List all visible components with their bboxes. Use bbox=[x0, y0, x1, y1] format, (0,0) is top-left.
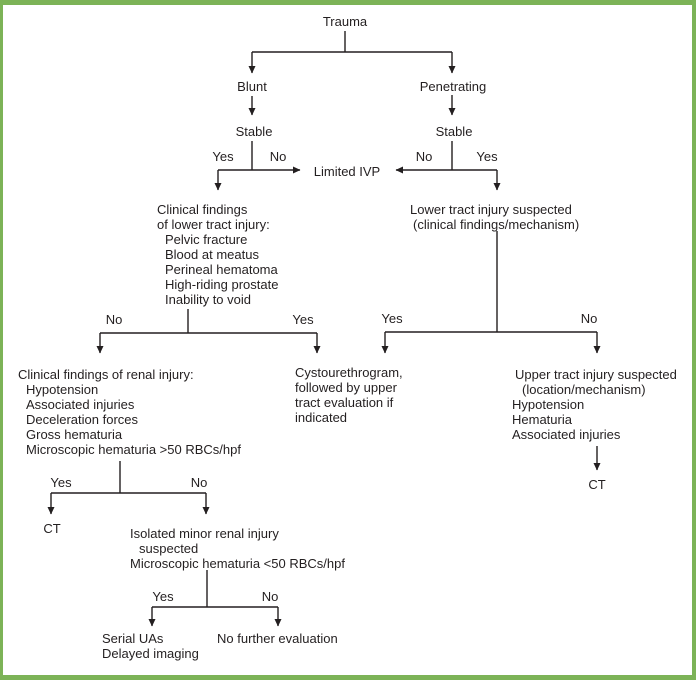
lower-tract-findings-title-1: Clinical findings bbox=[157, 202, 248, 217]
lower-tract-finding-item: Blood at meatus bbox=[165, 247, 259, 262]
serial-uas-line-1: Serial UAs bbox=[102, 631, 164, 646]
upper-tract-suspected-title: Upper tract injury suspected bbox=[515, 367, 677, 382]
renal-finding-item: Associated injuries bbox=[26, 397, 135, 412]
lower-tract-finding-item: High-riding prostate bbox=[165, 277, 279, 292]
renal-finding-item: Hypotension bbox=[26, 382, 99, 397]
cystourethrogram-line-1: Cystourethrogram, bbox=[295, 365, 403, 380]
node-upper-tract-suspected: Upper tract injury suspected (location/m… bbox=[512, 367, 677, 442]
renal-finding-item: Gross hematuria bbox=[26, 427, 123, 442]
serial-uas-line-2: Delayed imaging bbox=[102, 646, 199, 661]
label-penetrating-stable-no: No bbox=[415, 149, 433, 164]
node-trauma: Trauma bbox=[322, 14, 368, 29]
node-lower-tract-findings: Clinical findings of lower tract injury:… bbox=[157, 202, 278, 307]
lower-tract-finding-item: Inability to void bbox=[165, 292, 251, 307]
node-stable-penetrating: Stable bbox=[435, 124, 473, 139]
lower-tract-suspected-line-2: (clinical findings/mechanism) bbox=[413, 217, 580, 232]
node-limited-ivp: Limited IVP bbox=[313, 164, 381, 179]
node-lower-tract-suspected: Lower tract injury suspected (clinical f… bbox=[410, 202, 579, 232]
lower-tract-findings-title-2: of lower tract injury: bbox=[157, 217, 270, 232]
renal-finding-item: Microscopic hematuria >50 RBCs/hpf bbox=[26, 442, 241, 457]
label-renal-no: No bbox=[190, 475, 208, 490]
lower-tract-suspected-line-1: Lower tract injury suspected bbox=[410, 202, 572, 217]
node-serial-uas: Serial UAs Delayed imaging bbox=[102, 631, 199, 661]
label-lower-suspected-no: No bbox=[580, 311, 598, 326]
cystourethrogram-line-4: indicated bbox=[295, 410, 348, 425]
node-penetrating: Penetrating bbox=[419, 79, 487, 94]
label-penetrating-stable-yes: Yes bbox=[476, 149, 498, 164]
label-lower-suspected-yes: Yes bbox=[381, 311, 403, 326]
renal-findings-title: Clinical findings of renal injury: bbox=[18, 367, 194, 382]
label-renal-yes: Yes bbox=[50, 475, 72, 490]
isolated-minor-line-2: suspected bbox=[139, 541, 199, 556]
node-stable-blunt: Stable bbox=[235, 124, 273, 139]
label-blunt-stable-yes: Yes bbox=[212, 149, 234, 164]
lower-tract-finding-item: Pelvic fracture bbox=[165, 232, 248, 247]
node-ct-renal: CT bbox=[43, 521, 61, 536]
isolated-minor-line-3: Microscopic hematuria <50 RBCs/hpf bbox=[130, 556, 345, 571]
label-isolated-yes: Yes bbox=[152, 589, 174, 604]
upper-tract-item: Associated injuries bbox=[512, 427, 621, 442]
node-ct-upper: CT bbox=[588, 477, 606, 492]
upper-tract-suspected-subtitle: (location/mechanism) bbox=[522, 382, 646, 397]
label-isolated-no: No bbox=[261, 589, 279, 604]
upper-tract-item: Hematuria bbox=[512, 412, 572, 427]
cystourethrogram-line-3: tract evaluation if bbox=[295, 395, 394, 410]
node-no-further-evaluation: No further evaluation bbox=[217, 631, 338, 646]
node-blunt: Blunt bbox=[237, 79, 267, 94]
isolated-minor-line-1: Isolated minor renal injury bbox=[130, 526, 279, 541]
cystourethrogram-line-2: followed by upper bbox=[295, 380, 397, 395]
label-lower-findings-yes: Yes bbox=[292, 312, 314, 327]
node-cystourethrogram: Cystourethrogram, followed by upper trac… bbox=[295, 365, 403, 425]
label-blunt-stable-no: No bbox=[269, 149, 287, 164]
node-renal-findings: Clinical findings of renal injury: Hypot… bbox=[18, 367, 241, 457]
upper-tract-item: Hypotension bbox=[512, 397, 585, 412]
lower-tract-finding-item: Perineal hematoma bbox=[165, 262, 278, 277]
label-lower-findings-no: No bbox=[105, 312, 123, 327]
node-isolated-minor: Isolated minor renal injury suspected Mi… bbox=[130, 526, 345, 571]
renal-finding-item: Deceleration forces bbox=[26, 412, 138, 427]
